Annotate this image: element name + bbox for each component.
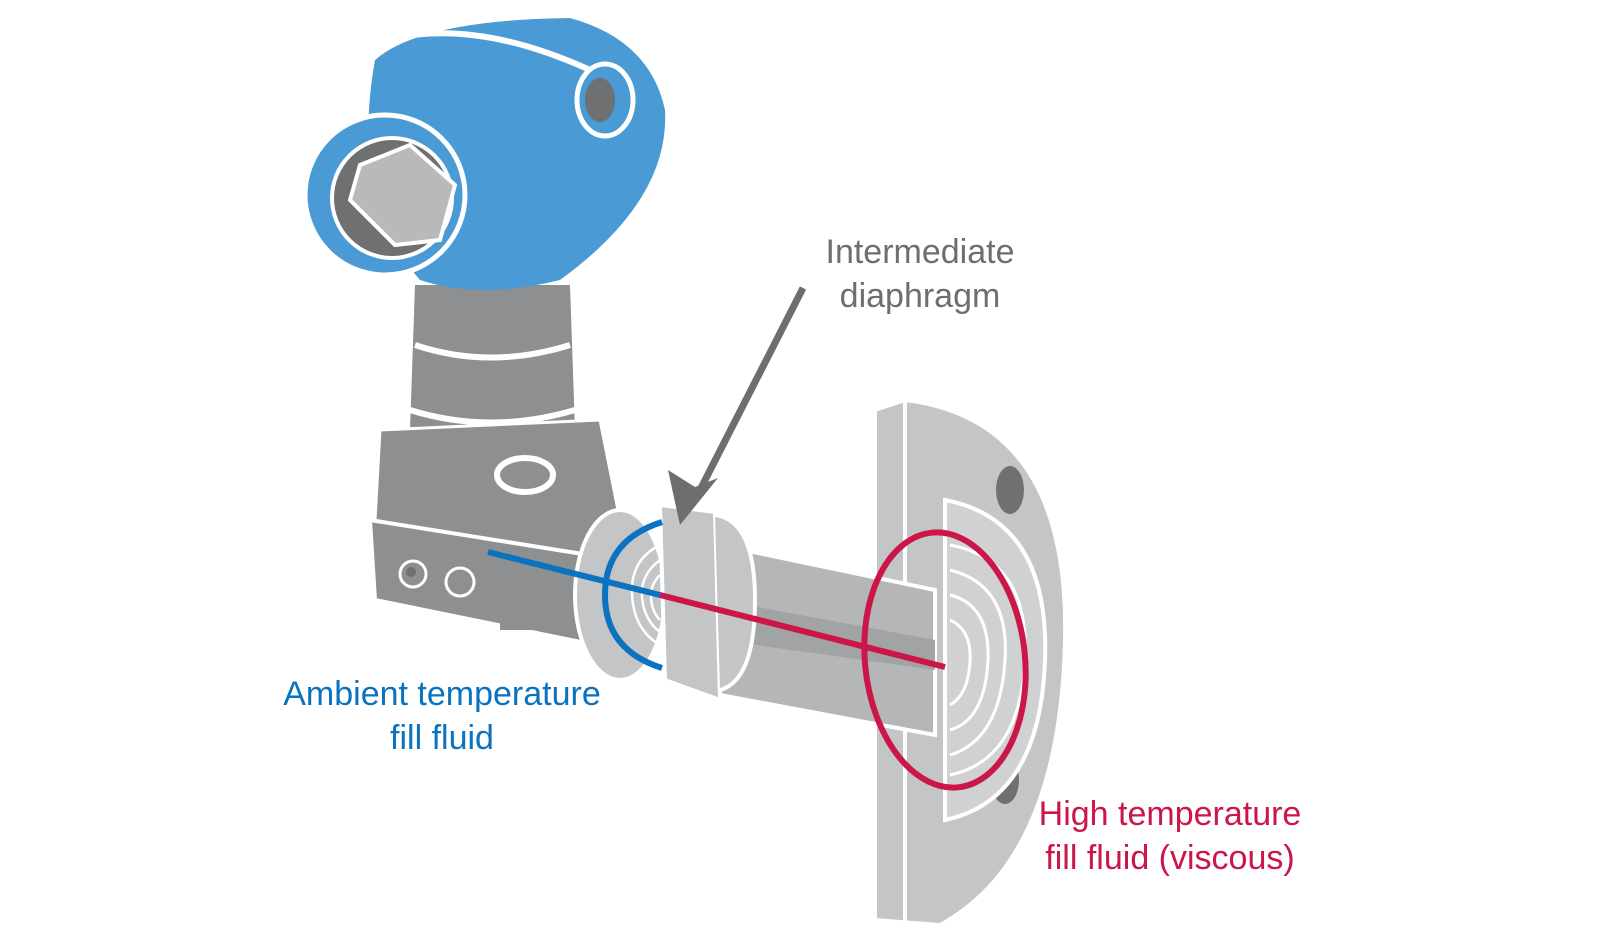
process-flange [873, 397, 1068, 928]
high-temp-fill-fluid-label: High temperature fill fluid (viscous) [1020, 792, 1320, 880]
label-line: fill fluid (viscous) [1045, 839, 1295, 877]
intermediate-diaphragm-arrow-icon [668, 286, 807, 525]
high-temp-fluid-line [659, 592, 946, 670]
label-line: Ambient temperature [283, 675, 601, 713]
label-line: diaphragm [839, 277, 1001, 315]
intermediate-diaphragm-rings [630, 543, 661, 647]
transmitter-housing [302, 18, 666, 290]
label-line: High temperature [1038, 795, 1302, 833]
label-line: Intermediate [825, 233, 1015, 271]
ambient-fluid-line [487, 549, 661, 598]
intermediate-diaphragm-label: Intermediate diaphragm [800, 230, 1040, 318]
ambient-fill-fluid-label: Ambient temperature fill fluid [262, 672, 622, 760]
high-temp-fluid-ring [861, 529, 1029, 791]
ambient-fluid-ring [601, 519, 663, 671]
transmitter-body [367, 285, 622, 653]
seal-assembly [573, 502, 758, 703]
label-line: fill fluid [390, 719, 494, 757]
